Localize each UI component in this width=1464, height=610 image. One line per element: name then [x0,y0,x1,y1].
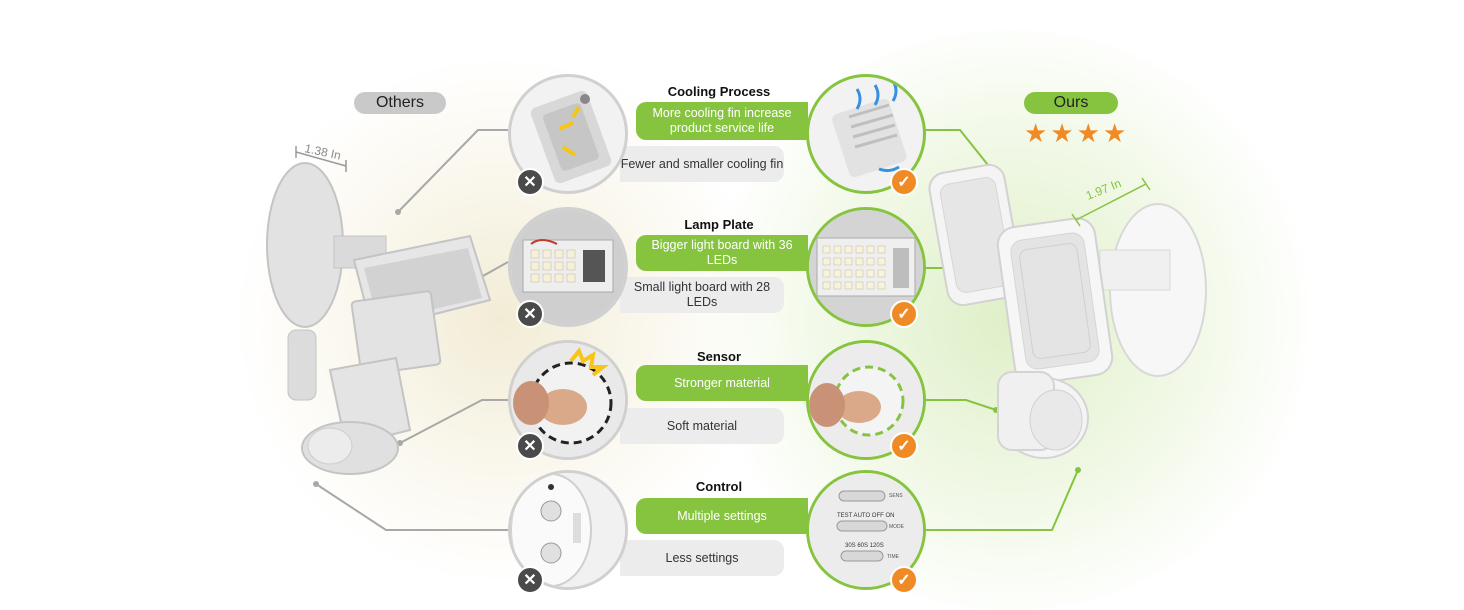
ours-cooling-text: More cooling fin increase product servic… [636,102,808,140]
star-icon: ★ [1076,118,1100,148]
time-label: TIME [887,554,900,560]
feature-title-lamp-plate: Lamp Plate [684,217,754,232]
cross-icon: ✕ [516,300,544,328]
others-cooling-text: Fewer and smaller cooling fin [620,146,784,182]
others-sensor-text: Soft material [620,408,784,444]
others-light-fixture [266,162,492,475]
mode-label: MODE [889,524,905,530]
others-dimension-marker [295,146,347,172]
feature-title-sensor: Sensor [696,349,742,364]
others-cooling-image [508,74,628,194]
star-icon: ★ [1102,118,1127,148]
others-lamp-plate-text: Small light board with 28 LEDs [620,277,784,313]
cross-icon: ✕ [516,168,544,196]
cross-icon: ✕ [516,432,544,460]
sens-label: SENS [889,493,903,499]
check-icon: ✓ [890,432,918,460]
others-control-text: Less settings [620,540,784,576]
others-tag: Others [354,92,446,114]
ours-tag: Ours [1024,92,1118,114]
sensor-press-icon [511,343,625,457]
ours-light-fixture [928,163,1207,459]
heat-sink-icon [530,90,612,184]
ours-dimension-marker [1071,177,1151,227]
ours-sensor-text: Stronger material [636,365,808,401]
star-icon: ★ [1024,118,1048,148]
check-icon: ✓ [890,566,918,594]
ours-control-text: Multiple settings [636,498,808,534]
ours-lamp-plate-text: Bigger light board with 36 LEDs [636,235,808,271]
time-options-label: 30S 60S 120S [845,543,884,549]
rating-stars: ★ ★ ★ ★ [1024,118,1127,148]
cross-icon: ✕ [516,566,544,594]
led-board-large-icon [809,210,923,324]
dial-control-icon [511,473,625,587]
feature-title-control: Control [695,479,743,494]
ours-label: Ours [1053,94,1089,111]
others-label: Others [375,94,424,111]
mode-options-label: TEST AUTO OFF ON [837,513,894,519]
check-icon: ✓ [890,300,918,328]
star-icon: ★ [1050,118,1074,148]
heat-sink-fins-icon [832,80,907,178]
feature-title-cooling: Cooling Process [667,84,771,99]
others-control-image [508,470,628,590]
right-connectors [924,129,1079,531]
check-icon: ✓ [890,168,918,196]
